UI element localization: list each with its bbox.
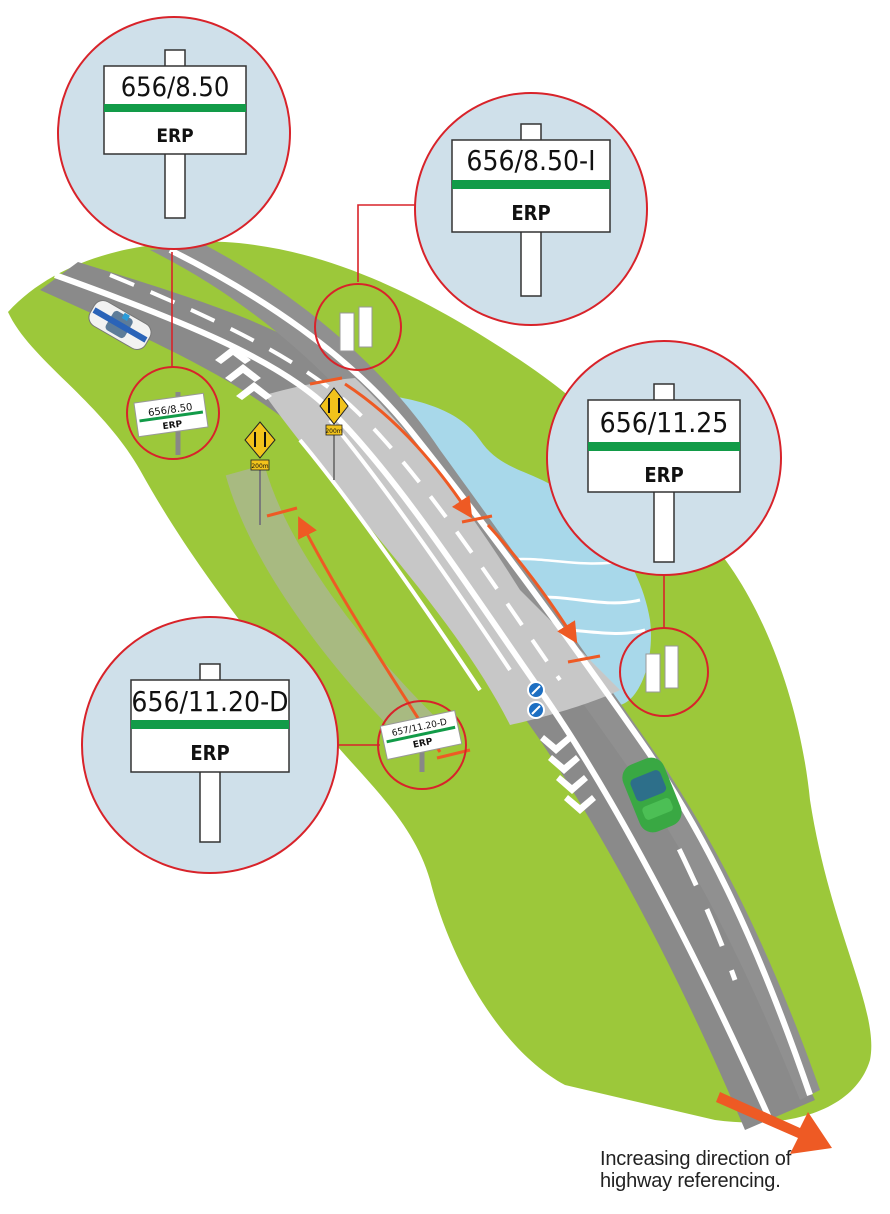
section-arrows — [266, 376, 601, 760]
police-car-icon — [88, 300, 152, 350]
direction-arrow-icon — [716, 1092, 832, 1154]
two-way-traffic-sign-icon — [244, 421, 276, 525]
callout-circle-2: 656/8.50-I ERP — [414, 92, 648, 326]
two-way-traffic-sign-icon-2 — [319, 387, 349, 480]
callout-circle-1: 656/8.50 ERP — [57, 16, 291, 250]
callout-2-number: 656/8.50-I — [466, 144, 595, 177]
lane-markings — [53, 247, 813, 1122]
caption-line-1: Increasing direction of — [600, 1148, 792, 1170]
chevron-hatching — [215, 346, 596, 814]
small-circle-3 — [619, 627, 709, 717]
caption-line-2: highway referencing. — [600, 1170, 781, 1192]
warning-plate-1: 200m — [251, 463, 268, 470]
callout-circle-4: 656/11.20-D ERP — [81, 616, 339, 874]
small-sign-4-label: ERP — [412, 737, 434, 751]
callout-1-number: 656/8.50 — [121, 72, 230, 103]
callout-3-label: ERP — [644, 463, 683, 487]
callout-circle-3: 656/11.25 ERP — [546, 340, 782, 576]
caption: Increasing direction of highway referenc… — [600, 1148, 860, 1192]
callout-2-label: ERP — [511, 201, 550, 225]
callout-lines — [171, 204, 665, 746]
green-car-icon — [622, 757, 682, 833]
callout-3-number: 656/11.25 — [600, 406, 729, 439]
small-circle-2 — [314, 283, 402, 371]
callout-4-number: 656/11.20-D — [131, 685, 288, 718]
small-sign-1-label: ERP — [162, 420, 183, 433]
callout-1-label: ERP — [156, 125, 193, 147]
callout-4-label: ERP — [190, 741, 229, 765]
small-circle-1 — [126, 366, 220, 460]
warning-plate-2: 200m — [325, 428, 342, 435]
keep-left-sign-icon — [527, 681, 545, 719]
small-circle-4 — [377, 700, 467, 790]
